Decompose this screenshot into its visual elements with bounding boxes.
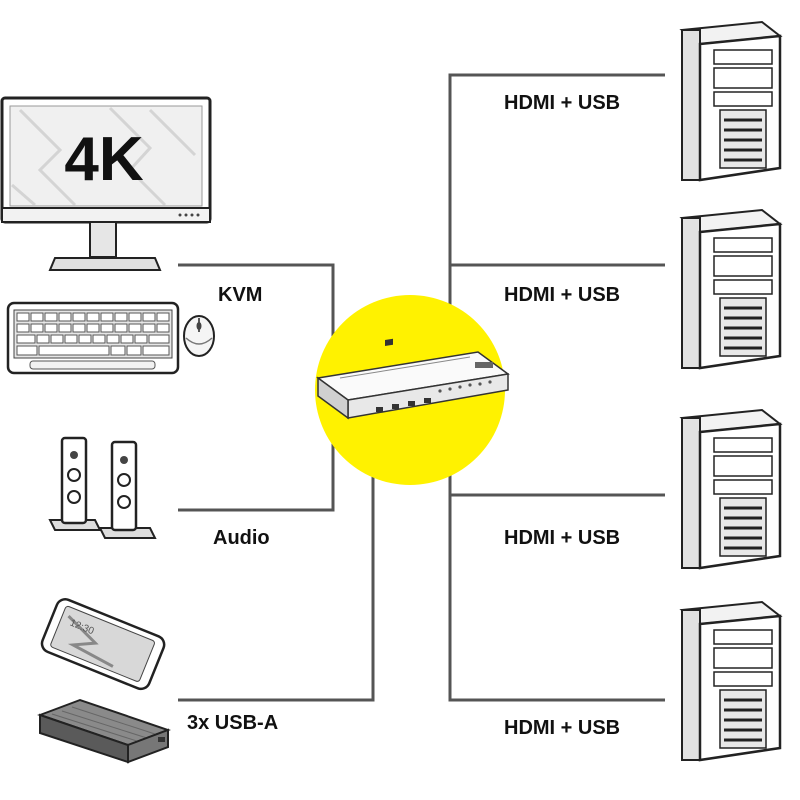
kvm-switch-icon [316, 338, 510, 420]
pc-tower-icon [679, 208, 783, 370]
usb-line [178, 465, 375, 702]
pc-tower-icon [679, 408, 783, 570]
pc-tower-icon [679, 20, 783, 182]
hdmi-usb-label-4: HDMI + USB [504, 717, 621, 739]
mouse-icon [183, 315, 215, 357]
pc-tower-icon [679, 600, 783, 762]
hdmi-usb-label-1: HDMI + USB [504, 92, 621, 114]
audio-line [178, 430, 335, 512]
kvm-line [178, 263, 335, 340]
speakers-icon [48, 436, 157, 539]
smartphone-icon: 12:30 [40, 598, 166, 691]
hdmi-usb-label-2: HDMI + USB [504, 284, 621, 306]
usb-a-label: 3x USB-A [187, 712, 279, 734]
hdmi-usb-label-3: HDMI + USB [504, 527, 621, 549]
kvm-label: KVM [218, 284, 263, 306]
keyboard-icon [6, 301, 180, 375]
connector-lines [178, 73, 665, 702]
monitor-icon [0, 96, 212, 271]
kvm-switch [315, 295, 510, 485]
external-drive-icon [37, 698, 171, 764]
resolution-label: 4K [64, 125, 143, 194]
trunk-line-top [448, 73, 665, 305]
audio-label: Audio [213, 527, 270, 549]
trunk-line-bottom [448, 455, 665, 702]
